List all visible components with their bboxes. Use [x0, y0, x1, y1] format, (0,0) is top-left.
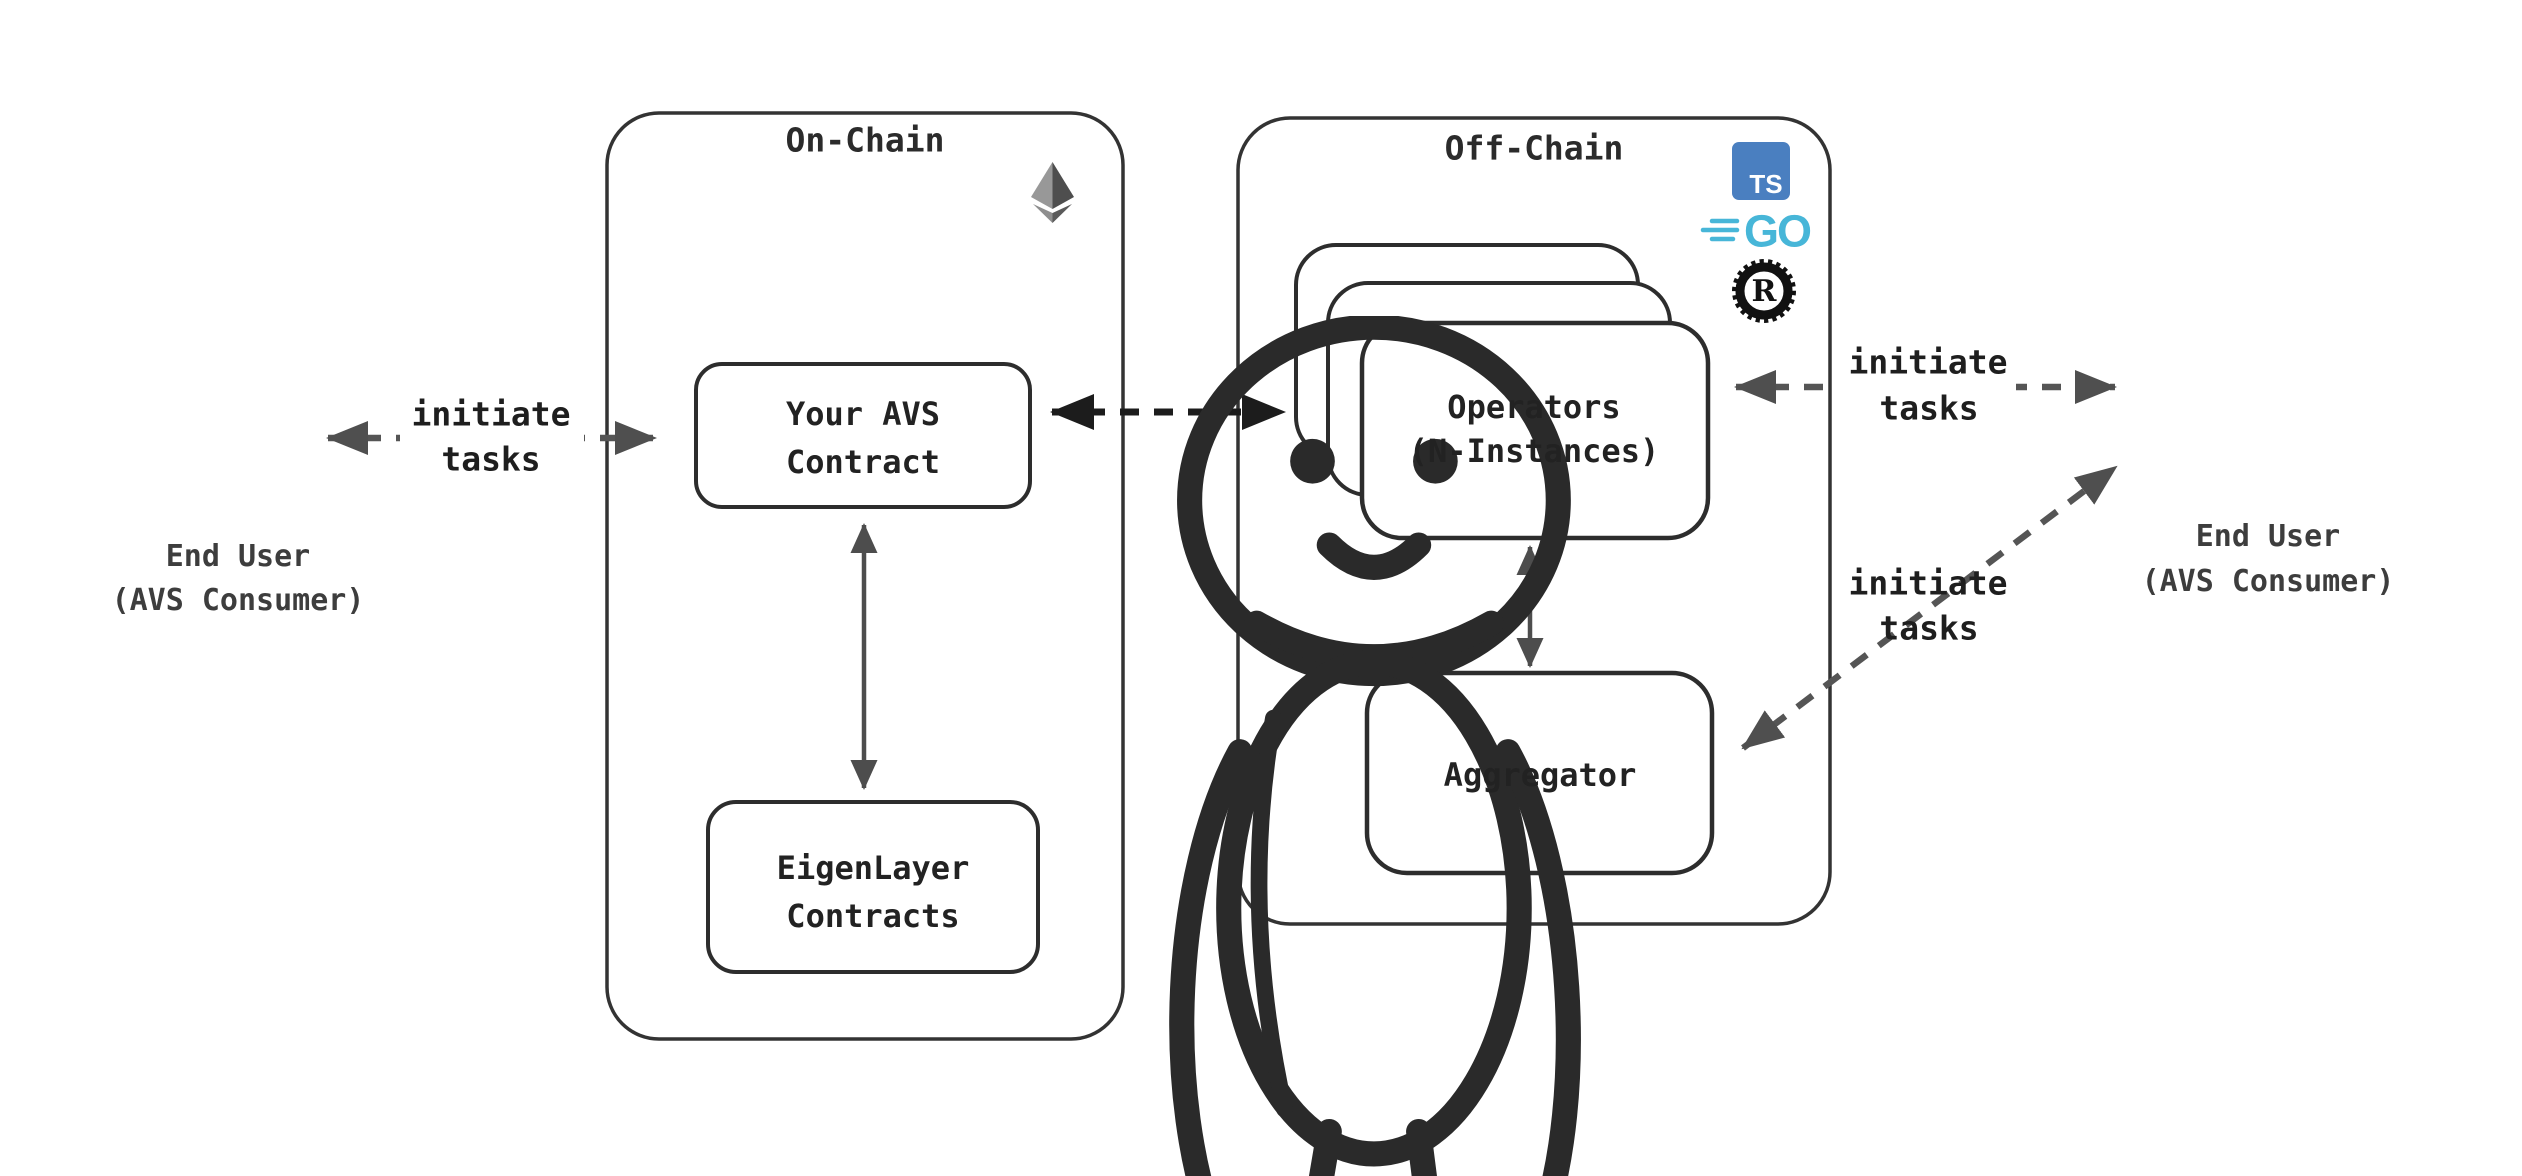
edge-label-right-bottom-line2: tasks: [1879, 608, 1979, 648]
avs-contract-label-line2: Contract: [785, 443, 941, 481]
off-chain-title: Off-Chain: [1444, 128, 1624, 168]
label-gap-left: [400, 432, 584, 446]
arrow-aggregator-to-right-user: [1741, 464, 2118, 751]
on-chain-title: On-Chain: [785, 120, 945, 160]
eigenlayer-label-line2: Contracts: [786, 897, 960, 935]
operators-label-line1: Operators: [1447, 388, 1621, 426]
typescript-icon-label: TS: [1749, 169, 1783, 199]
right-end-user-label-line1: End User: [2195, 519, 2341, 554]
left-end-user-label-line1: End User: [165, 539, 311, 574]
edge-label-right-top-line2: tasks: [1879, 388, 1979, 428]
aggregator-label: Aggregator: [1443, 756, 1637, 794]
rust-icon-label: R: [1751, 274, 1777, 309]
eigenlayer-label-line1: EigenLayer: [776, 849, 970, 887]
operators-label-line2: (N-Instances): [1408, 432, 1660, 470]
edge-label-left-line2: tasks: [441, 439, 541, 479]
left-end-user-label-line2: (AVS Consumer): [111, 583, 365, 618]
edge-label-right-bottom-line1: initiate: [1848, 563, 2008, 603]
avs-contract-label-line1: Your AVS: [785, 395, 941, 433]
label-gap-right-top: [1838, 380, 2016, 393]
go-icon-label: GO: [1743, 205, 1812, 257]
edge-label-left-line1: initiate: [411, 394, 571, 434]
eigenlayer-contracts-box: [706, 800, 1040, 974]
right-end-user-label-line2: (AVS Consumer): [2141, 564, 2395, 599]
typescript-icon: [1732, 142, 1790, 200]
rust-icon: [1732, 259, 1796, 323]
edge-label-right-top-line1: initiate: [1848, 342, 2008, 382]
avs-contract-box: [694, 362, 1032, 509]
ethereum-icon: [1031, 162, 1074, 223]
go-speed-lines-icon: [1700, 218, 1740, 242]
